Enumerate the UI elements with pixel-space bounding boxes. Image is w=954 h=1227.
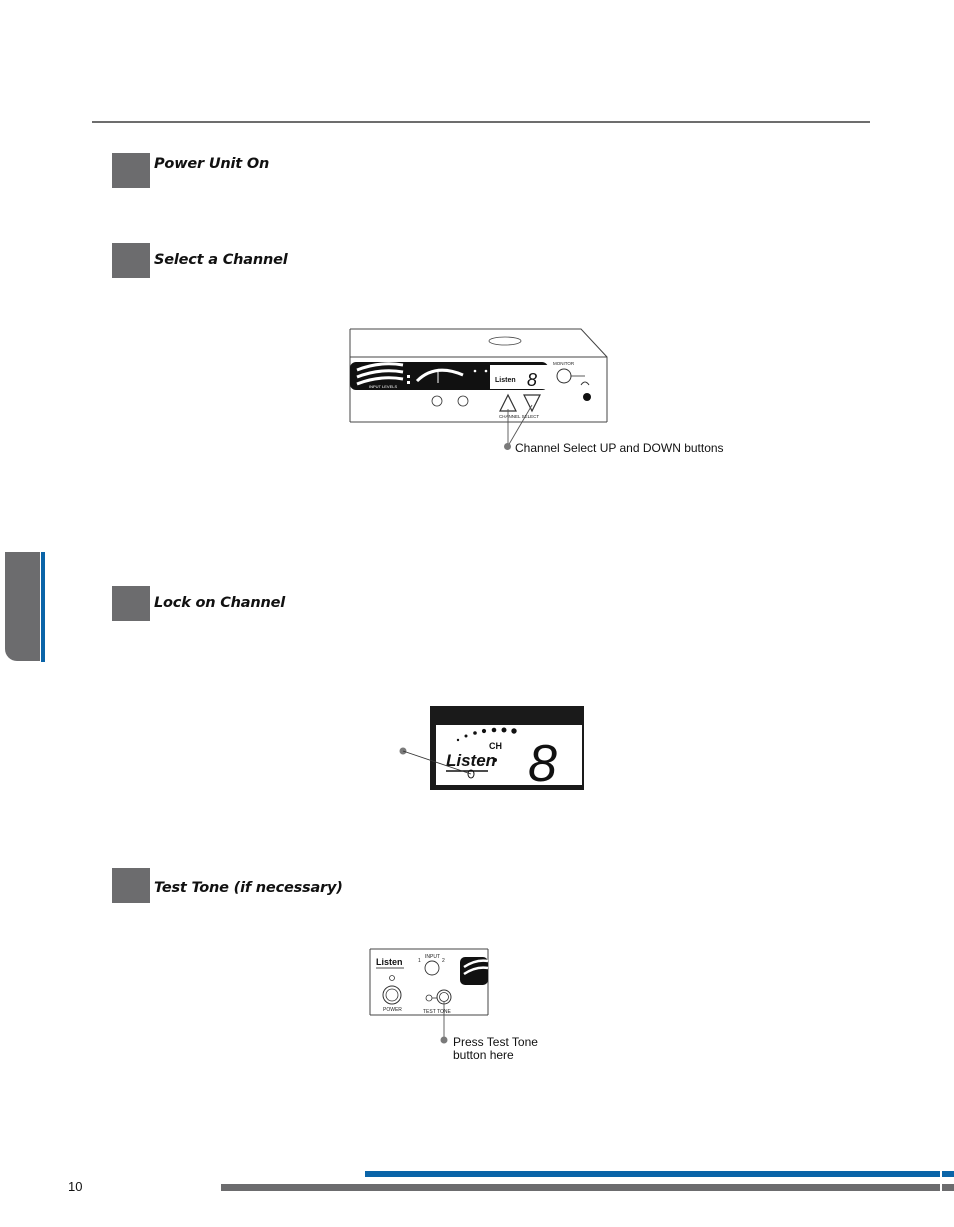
test-tone-label: TEST TONE bbox=[423, 1009, 451, 1015]
footer-gray-bar bbox=[221, 1184, 940, 1191]
channel-down-button bbox=[523, 394, 541, 413]
step-marker bbox=[112, 868, 150, 903]
footer-gray-bar-cap bbox=[942, 1184, 954, 1191]
top-rule bbox=[92, 121, 870, 123]
channel-select-label: CHANNEL SELECT bbox=[499, 414, 539, 419]
test-tone-panel-figure: Listen INPUT 1 2 POWER TEST TONE bbox=[369, 948, 489, 1044]
monitor-label: MONITOR bbox=[553, 361, 575, 366]
channel-up-button bbox=[499, 393, 517, 412]
receiver-front-panel-figure: INPUT LEVELS Listen 8 MONITOR CHANNEL SE… bbox=[349, 328, 608, 447]
callout-dot bbox=[504, 443, 511, 450]
step-marker bbox=[112, 243, 150, 278]
section-side-tab bbox=[5, 552, 40, 661]
input-levels-label: INPUT LEVELS bbox=[369, 384, 397, 389]
lock-icon bbox=[467, 769, 475, 779]
lcd-lock-figure: Listen CH 8 bbox=[399, 706, 584, 793]
test-tone-callout-line1: Press Test Tone bbox=[453, 1035, 538, 1049]
page-number: 10 bbox=[68, 1179, 83, 1194]
power-label: POWER bbox=[383, 1007, 402, 1013]
step-title-select-channel: Select a Channel bbox=[154, 252, 288, 268]
lcd-ch-label: CH bbox=[489, 741, 502, 751]
lcd-digit-large: 8 bbox=[528, 735, 557, 793]
panel-brand: Listen bbox=[376, 957, 403, 967]
test-tone-callout-line2: button here bbox=[453, 1048, 514, 1062]
channel-select-callout: Channel Select UP and DOWN buttons bbox=[515, 441, 724, 455]
step-title-test-tone: Test Tone (if necessary) bbox=[154, 880, 343, 896]
step-title-power: Power Unit On bbox=[154, 156, 270, 172]
footer-blue-bar-cap bbox=[942, 1171, 954, 1177]
test-tone-callout: Press Test Tone button here bbox=[453, 1036, 538, 1062]
lcd-brand: Listen bbox=[495, 377, 516, 384]
lcd-digit: 8 bbox=[527, 370, 537, 390]
input-label: INPUT bbox=[425, 954, 440, 960]
lcd-brand-large: Listen bbox=[446, 751, 496, 770]
section-side-line bbox=[41, 552, 45, 662]
step-marker bbox=[112, 153, 150, 188]
step-title-lock-channel: Lock on Channel bbox=[154, 595, 286, 611]
footer-blue-bar bbox=[365, 1171, 940, 1177]
input-2-label: 2 bbox=[442, 958, 445, 964]
step-marker bbox=[112, 586, 150, 621]
input-1-label: 1 bbox=[418, 958, 421, 964]
